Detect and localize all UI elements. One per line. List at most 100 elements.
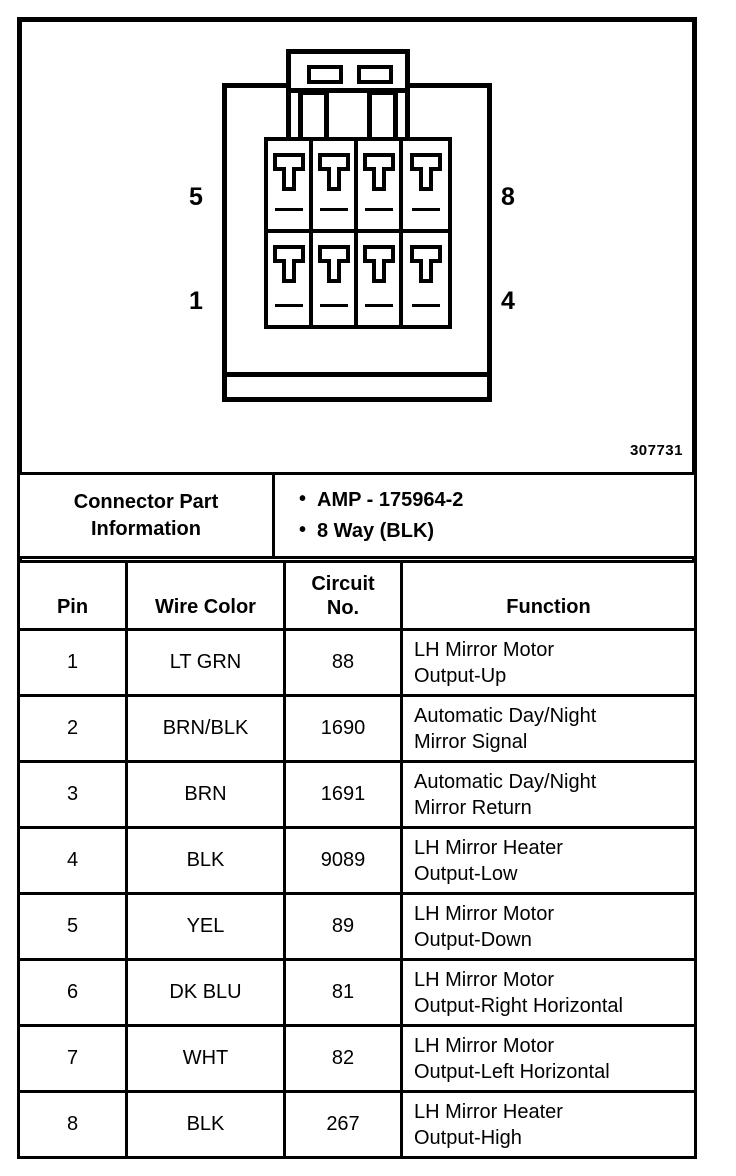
cell-circuit-no: 267 <box>283 1090 403 1159</box>
cell-pin: 7 <box>17 1024 128 1093</box>
cell-wire-color: BLK <box>125 826 286 895</box>
cell-function-line2: Mirror Return <box>414 796 532 819</box>
cavity-8 <box>403 141 448 233</box>
cell-wire-color: DK BLU <box>125 958 286 1027</box>
cavity-4 <box>403 233 448 325</box>
pin-label-bottom-left: 1 <box>189 287 203 315</box>
terminal-dash <box>411 208 440 211</box>
latch-slot-right <box>357 65 393 84</box>
cell-function-line2: Mirror Signal <box>414 730 528 753</box>
cavity-5 <box>268 141 313 233</box>
cavity-1 <box>268 233 313 325</box>
figure-id-number: 307731 <box>629 442 683 459</box>
cell-function-line2: Output-Low <box>414 862 518 885</box>
cell-function-line1: LH Mirror Motor <box>414 638 555 661</box>
cavity-3 <box>358 233 403 325</box>
terminal-dash <box>364 304 393 307</box>
connector-shoulder-drop-right <box>367 77 372 155</box>
cell-circuit-no: 88 <box>283 628 403 697</box>
column-header-wire-color: Wire Color <box>125 560 286 631</box>
cell-pin: 2 <box>17 694 128 763</box>
cell-circuit-no: 9089 <box>283 826 403 895</box>
cell-circuit-no: 89 <box>283 892 403 961</box>
terminal-dash <box>364 208 393 211</box>
connector-info-table: Connector Part Information AMP - 175964-… <box>17 472 697 559</box>
cell-pin: 8 <box>17 1090 128 1159</box>
cell-function-line1: LH Mirror Heater <box>414 836 563 859</box>
cell-function-line1: Automatic Day/Night <box>414 770 597 793</box>
cell-function-line2: Output-Down <box>414 928 532 951</box>
cell-function-line2: Output-High <box>414 1126 522 1149</box>
cavity-7 <box>358 141 403 233</box>
table-row: Connector Part Information AMP - 175964-… <box>17 472 697 559</box>
terminal-icon <box>317 153 350 191</box>
connector-shoulder-drop-left <box>324 77 329 155</box>
cavity-grid <box>264 137 452 329</box>
connector-info-values: AMP - 175964-2 8 Way (BLK) <box>272 472 697 559</box>
terminal-icon <box>317 245 350 283</box>
connector-neck-right <box>393 77 410 155</box>
terminal-icon <box>272 153 305 191</box>
cavity-6 <box>313 141 358 233</box>
cell-wire-color: YEL <box>125 892 286 961</box>
cell-function-line2: Output-Right Horizontal <box>414 994 623 1017</box>
terminal-dash <box>319 304 348 307</box>
list-item: AMP - 175964-2 <box>299 484 694 516</box>
cell-wire-color: BRN <box>125 760 286 829</box>
cell-wire-color: BLK <box>125 1090 286 1159</box>
cell-function-line1: LH Mirror Motor <box>414 902 555 925</box>
cell-wire-color: WHT <box>125 1024 286 1093</box>
column-header-pin: Pin <box>17 560 128 631</box>
column-header-circuit-no: Circuit No. <box>283 560 403 631</box>
cell-function-line1: LH Mirror Motor <box>414 968 555 991</box>
cell-circuit-no: 1691 <box>283 760 403 829</box>
terminal-dash <box>274 208 303 211</box>
cell-pin: 5 <box>17 892 128 961</box>
cell-circuit-no: 82 <box>283 1024 403 1093</box>
connector-latch <box>286 49 410 93</box>
cavity-2 <box>313 233 358 325</box>
connector-info-list: AMP - 175964-2 8 Way (BLK) <box>297 484 694 547</box>
connector-neck-left <box>286 77 303 155</box>
terminal-dash <box>411 304 440 307</box>
cell-pin: 4 <box>17 826 128 895</box>
list-item: 8 Way (BLK) <box>299 515 694 547</box>
cell-wire-color: LT GRN <box>125 628 286 697</box>
pin-label-bottom-right: 4 <box>501 287 515 315</box>
terminal-dash <box>319 208 348 211</box>
terminal-icon <box>409 153 442 191</box>
cell-circuit-no: 1690 <box>283 694 403 763</box>
terminal-icon <box>409 245 442 283</box>
terminal-icon <box>272 245 305 283</box>
column-header-function: Function <box>400 560 697 631</box>
cell-function-line1: LH Mirror Heater <box>414 1100 563 1123</box>
cell-function-line2: Output-Left Horizontal <box>414 1060 610 1083</box>
terminal-icon <box>362 153 395 191</box>
terminal-icon <box>362 245 395 283</box>
cell-function-line2: Output-Up <box>414 664 507 687</box>
cell-pin: 6 <box>17 958 128 1027</box>
cell-pin: 1 <box>17 628 128 697</box>
cell-circuit-no: 81 <box>283 958 403 1027</box>
pin-label-top-left: 5 <box>189 183 203 211</box>
cell-function-line1: LH Mirror Motor <box>414 1034 555 1057</box>
table-header-row: Pin Wire Color Circuit No. Function <box>17 560 697 631</box>
connector-info-label-line1: Connector Part <box>73 490 219 513</box>
